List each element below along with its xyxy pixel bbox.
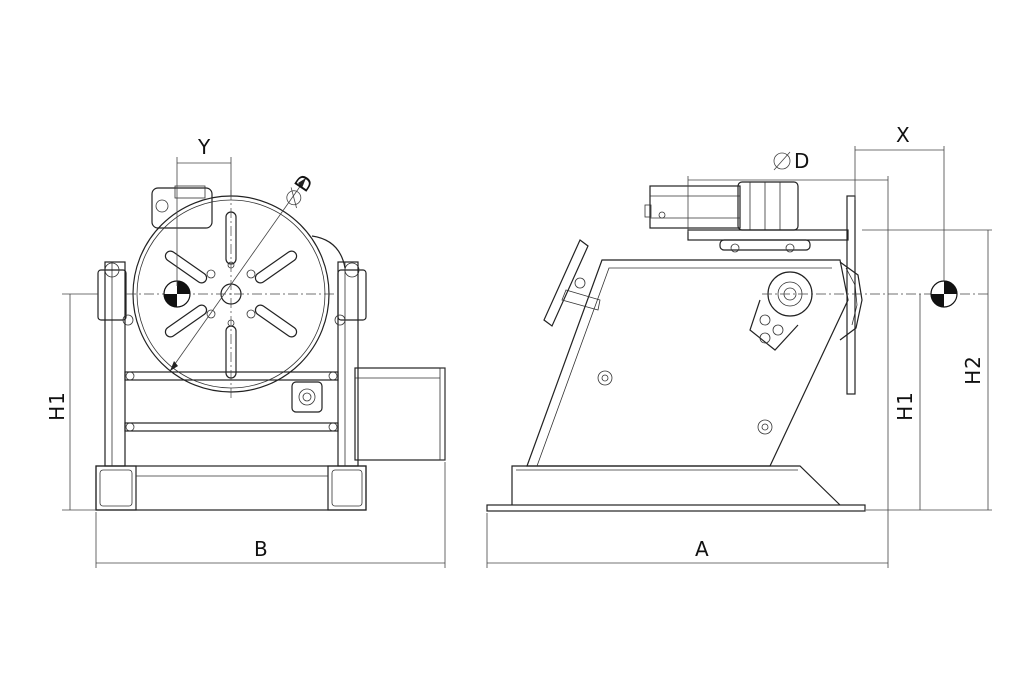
dimension-h1-front: H1 [45,293,98,511]
dim-a-label: A [695,537,710,561]
side-body [526,259,849,467]
dimension-y: Y [176,135,232,286]
dim-d-side-label: D [794,149,810,173]
dim-h1-side-label: H1 [893,391,917,421]
side-faceplate [846,195,856,395]
front-center-marker [163,280,191,308]
front-small-motor [291,381,323,413]
dimension-d-front: D [286,169,319,209]
front-base [95,465,367,511]
dimension-b: B [95,462,446,568]
dim-h2-label: H2 [961,355,985,385]
side-base [486,465,866,512]
dim-b-label: B [254,537,269,561]
dimension-d-side: D [687,149,889,232]
side-pivot [749,271,813,351]
side-view: D X H1 H2 A [486,123,992,568]
front-motor-housing [354,367,446,461]
front-crossbars [124,371,339,432]
dim-d-front-label: D [289,169,318,196]
front-table [126,177,336,398]
side-handwheel [543,239,601,327]
dimension-a: A [486,232,889,568]
dimension-h2: H2 [862,229,992,511]
dim-y-label: Y [197,135,211,159]
side-top-motor [644,181,849,253]
dim-x-label: X [896,123,911,147]
front-view: Y D H1 B [45,135,446,568]
front-gearmotor [151,185,346,269]
dimension-h1-side: H1 [893,294,921,510]
dimension-x: X [854,123,945,281]
dim-h1-front-label: H1 [45,391,69,421]
front-columns [97,261,367,467]
